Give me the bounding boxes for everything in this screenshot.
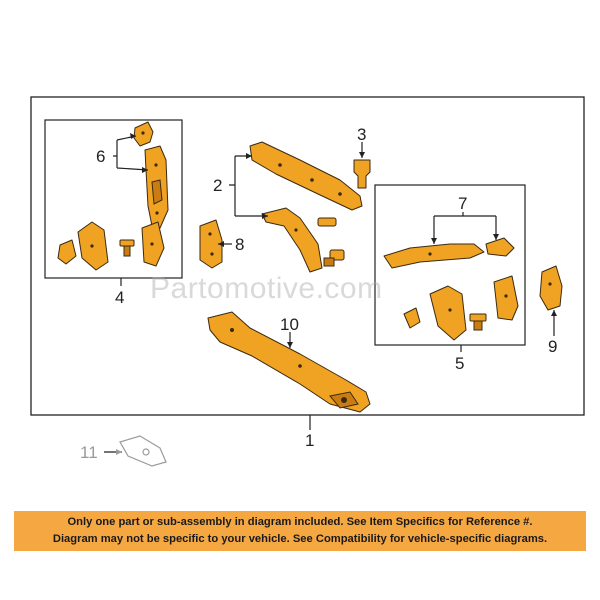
part-box4-bolt (119, 239, 135, 257)
part-box5-bracket-mid (429, 285, 467, 341)
subassembly-box-5 (374, 184, 526, 346)
part-10-lower-crossmember (207, 311, 371, 413)
callout-9: 9 (548, 337, 557, 356)
callout-2: 2 (213, 176, 222, 195)
disclaimer-line-2: Diagram may not be specific to your vehi… (52, 533, 548, 545)
part-7-end-bracket (485, 237, 515, 257)
part-box4-bracket-left (57, 239, 77, 265)
part-6-upper-bracket (133, 121, 154, 147)
part-box4-bracket-right (141, 221, 165, 267)
disclaimer-banner: Only one part or sub-assembly in diagram… (14, 511, 586, 551)
part-2-bolt-a (317, 217, 337, 227)
callout-8: 8 (235, 235, 244, 254)
arrowheads (116, 133, 557, 455)
assembly-frame (30, 96, 585, 416)
part-8-bracket (199, 219, 223, 269)
watermark-text: Partomotive.com (150, 272, 383, 305)
callout-4: 4 (115, 288, 124, 307)
disclaimer-line-1: Only one part or sub-assembly in diagram… (67, 516, 533, 528)
part-box5-bracket-right (493, 275, 519, 321)
subassembly-box-4 (44, 119, 183, 279)
callout-11: 11 (80, 443, 98, 462)
part-11-outline (119, 435, 167, 467)
part-6-side-member (144, 145, 169, 229)
part-7-crossbar (383, 243, 485, 269)
callout-10: 10 (280, 315, 299, 334)
part-box5-clip (403, 307, 421, 329)
callout-7: 7 (458, 194, 467, 213)
part-2-lower-brace (261, 207, 323, 273)
part-3-bolt (353, 159, 371, 189)
part-box4-bracket-mid (77, 221, 109, 271)
part-2-upper-crossmember (249, 141, 363, 211)
part-9-bracket (539, 265, 563, 311)
callout-6: 6 (96, 147, 105, 166)
callout-3: 3 (357, 125, 366, 144)
part-2-bolt-b (323, 249, 345, 267)
part-box5-bolt (469, 313, 487, 331)
callout-1: 1 (305, 431, 314, 450)
callout-5: 5 (455, 354, 464, 373)
